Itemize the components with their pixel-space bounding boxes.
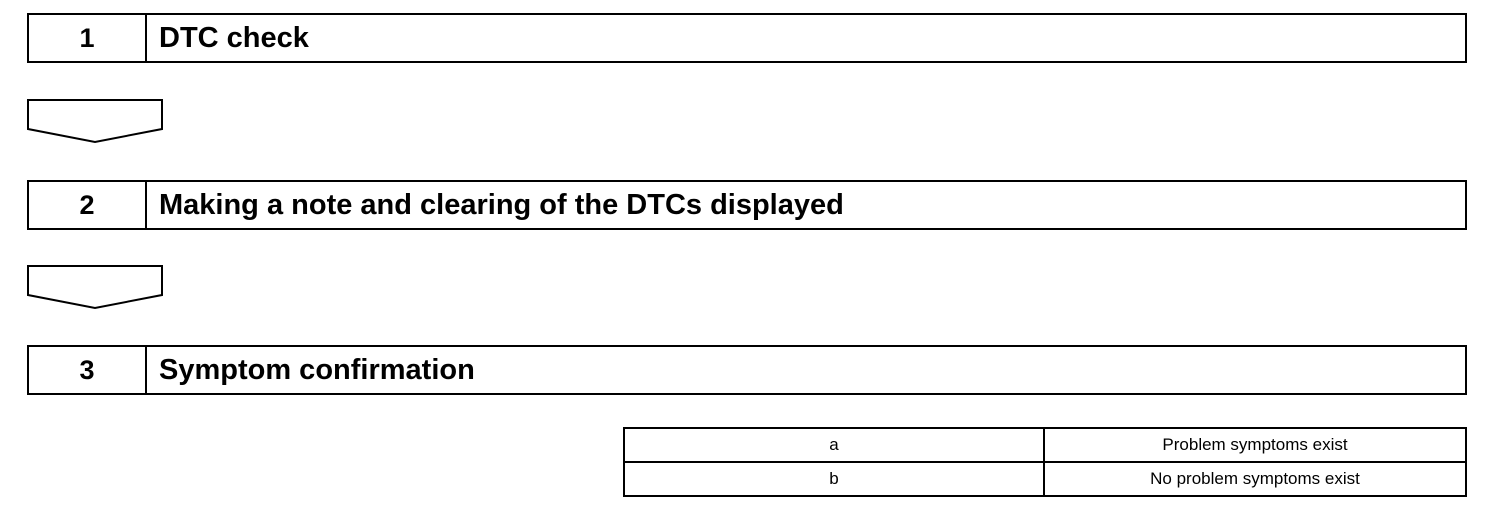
step-3-number: 3	[29, 347, 147, 393]
result-description: No problem symptoms exist	[1043, 461, 1467, 497]
down-arrow-box-icon	[27, 265, 163, 310]
table-row: b No problem symptoms exist	[623, 461, 1467, 497]
step-2-number: 2	[29, 182, 147, 228]
result-code: b	[623, 461, 1045, 497]
step-1-number: 1	[29, 15, 147, 61]
step-1-title: DTC check	[159, 21, 309, 54]
step-2-title: Making a note and clearing of the DTCs d…	[159, 188, 844, 221]
step-2-box: 2 Making a note and clearing of the DTCs…	[27, 180, 1467, 230]
step-3-box: 3 Symptom confirmation	[27, 345, 1467, 395]
table-row: a Problem symptoms exist	[623, 427, 1467, 463]
result-table: a Problem symptoms exist b No problem sy…	[623, 427, 1467, 497]
down-arrow-box-icon	[27, 99, 163, 144]
step-1-box: 1 DTC check	[27, 13, 1467, 63]
result-code: a	[623, 427, 1045, 463]
step-3-title: Symptom confirmation	[159, 353, 475, 386]
result-description: Problem symptoms exist	[1043, 427, 1467, 463]
